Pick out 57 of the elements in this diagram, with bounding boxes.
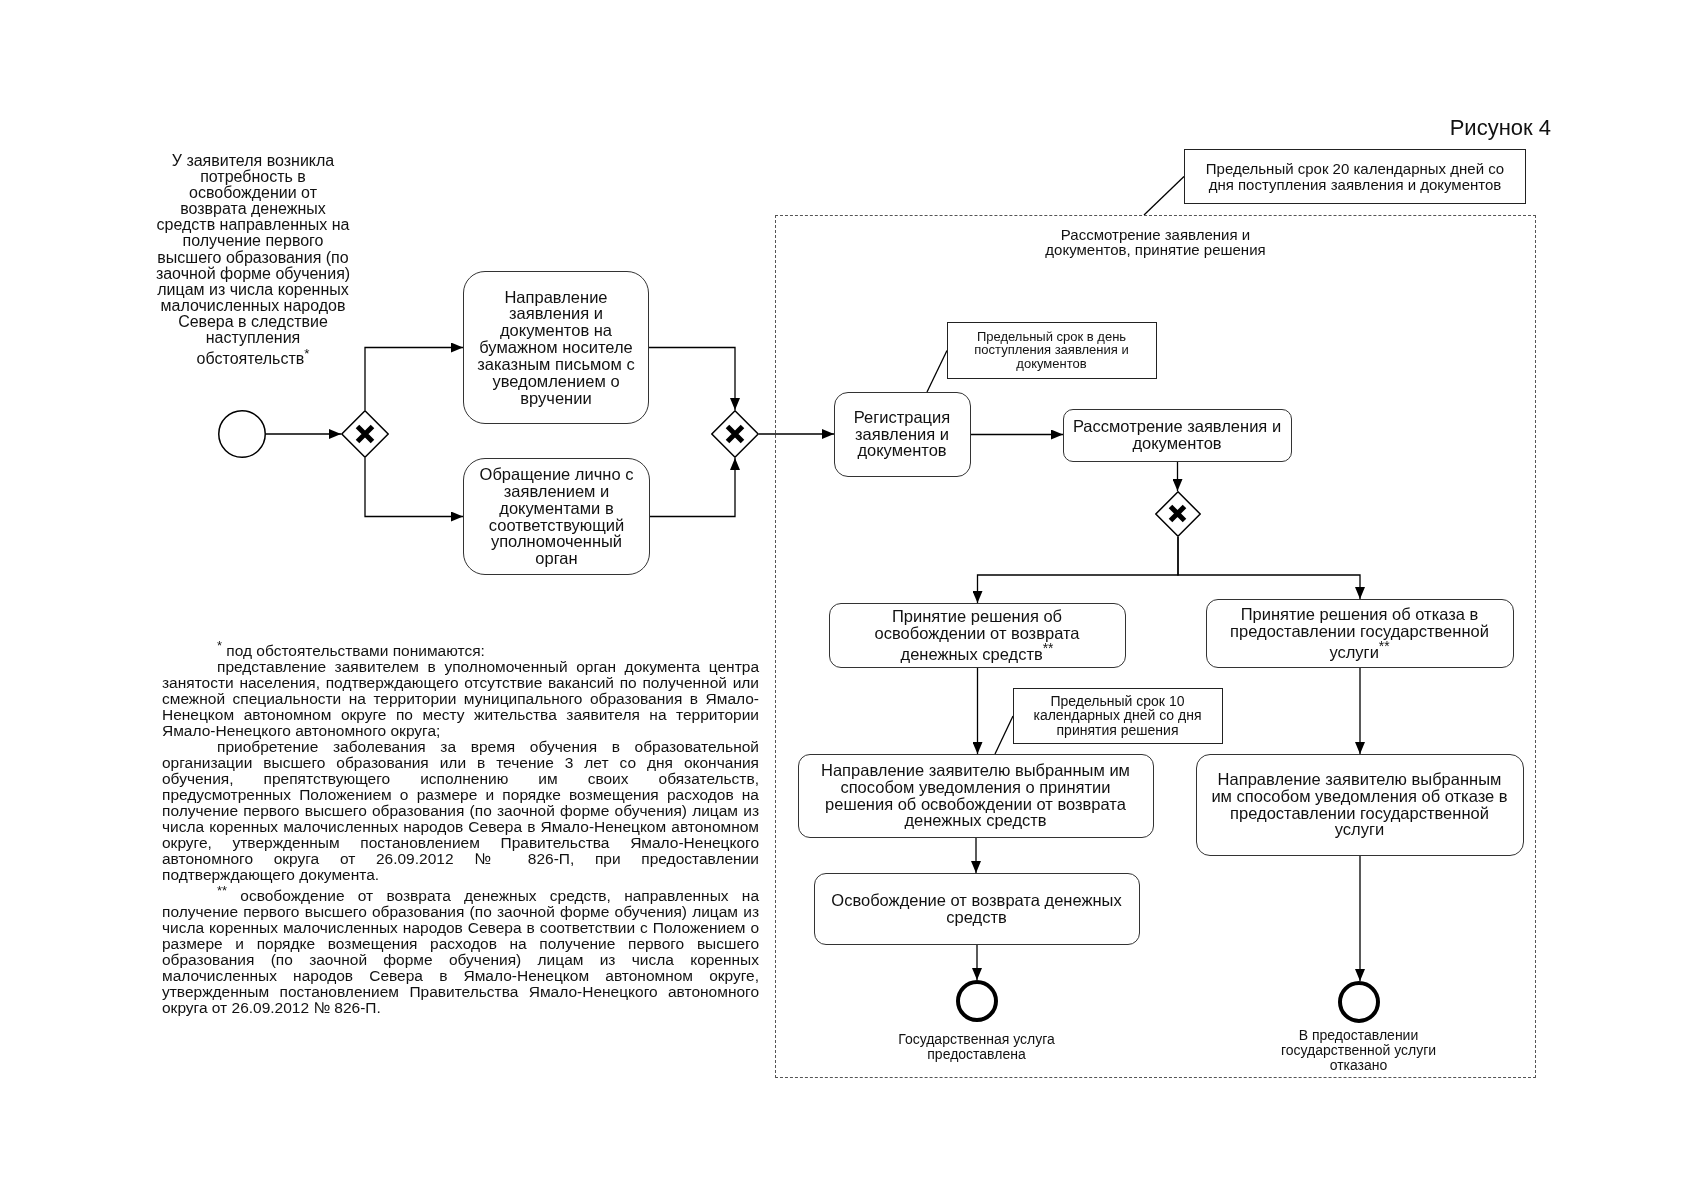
arrow bbox=[265, 429, 342, 439]
task-box bbox=[797, 753, 1154, 838]
arrow bbox=[970, 429, 1064, 440]
task-box bbox=[463, 271, 649, 424]
start-event-circle bbox=[218, 410, 266, 458]
gateway-diamond bbox=[1154, 490, 1201, 537]
annotation-box bbox=[946, 321, 1157, 379]
annotation-text: Предельный срок в день поступления заявления и документов bbox=[973, 330, 1130, 370]
arrow bbox=[972, 667, 983, 755]
leader-line bbox=[1143, 175, 1185, 216]
footnote-text: $^{*}$ под обстоятельствами понимаются: bbox=[216, 638, 486, 660]
leader-line bbox=[994, 715, 1014, 755]
footnote-text: $^{**}$ освобождение от возврата денежных средств, направленных на получение первого высшего образования (по заочной форме обучения) лицам из числа коренных малочисленных народов Севера в соответствии с Положением о размере и порядке возмещения расходов на получение первого высшего образования (по заочной форме обучения) лицам из числа коренных малочисленных народов Севера в Ямало-Ненецком автономном округе, утвержденным постановлением Правительства Ямало-Ненецкого автономного округа от 26.09.2012 № 826-П. bbox=[162, 883, 759, 1017]
figure-title: Рисунок 4 bbox=[1449, 115, 1551, 141]
task-label: Принятие решения об отказа в предоставлении государственной услуги$^{**}$ bbox=[1229, 606, 1490, 660]
task-box bbox=[833, 391, 971, 477]
arrow bbox=[364, 457, 464, 522]
task-label: Направление заявления и документов на бумажном носителе заказным письмом с уведомлением о вручении bbox=[476, 288, 636, 407]
footnote-text: приобретение заболевания за время обучения в образовательной организации высшего образования или в течение 3 лет со дня окончания обучения, препятствующего исполнению им своих обязательств, предусмотренных Положением о размере и порядке возмещения расходов на получение первого высшего образования (по заочной форме обучения) лицам из числа коренных малочисленных народов Севера в Ямало-Ненецком автономном округе, утвержденным постановлением Правительства Ямало-Ненецкого автономного округа от 26.09.2012 № 826-П, при предоставлении подтверждающего документа. bbox=[162, 739, 759, 884]
task-box bbox=[813, 872, 1140, 945]
leader-line bbox=[926, 349, 948, 393]
arrow bbox=[1177, 536, 1365, 600]
group-title: Рассмотрение заявления и документов, принятие решения bbox=[1044, 227, 1267, 257]
arrow bbox=[649, 457, 740, 518]
arrow bbox=[758, 429, 835, 439]
arrow bbox=[971, 837, 981, 874]
task-label: Направление заявителю выбранным им способом уведомления о принятии решения об освобождении от возврата денежных средств bbox=[820, 761, 1131, 830]
gateway-diamond bbox=[341, 410, 389, 458]
task-label: Регистрация заявления и документов bbox=[852, 408, 952, 460]
task-label: Обращение лично с заявлением и документами в соответствующий уполномоченный орган bbox=[478, 466, 635, 567]
description-text: У заявителя возникла потребность в освобождении от возврата денежных средств направленных на получение первого высшего образования (по заочной форме обучения) лицам из числа коренных малочисленных народов Севера в следствие наступления обстоятельств$^{*}$ bbox=[155, 153, 351, 368]
group-frame bbox=[775, 215, 1536, 1078]
task-box bbox=[1205, 598, 1514, 668]
task-box bbox=[463, 458, 650, 575]
event-caption: Государственная услуга предоставлена bbox=[897, 1031, 1056, 1062]
end-event-circle bbox=[1337, 980, 1380, 1023]
task-box bbox=[828, 602, 1126, 668]
task-box bbox=[1195, 753, 1524, 856]
task-box bbox=[1062, 408, 1292, 462]
annotation-box bbox=[1184, 149, 1526, 204]
annotation-text: Предельный срок 10 календарных дней со дня принятия решения bbox=[1032, 694, 1203, 737]
end-event-circle bbox=[955, 979, 998, 1022]
task-label: Рассмотрение заявления и документов bbox=[1071, 418, 1283, 452]
arrow bbox=[972, 944, 982, 981]
annotation-text: Предельный срок 20 календарных дней со дня поступления заявления и документов bbox=[1204, 161, 1506, 192]
event-caption: В предоставлении государственной услуги отказано bbox=[1279, 1027, 1438, 1073]
gateway-diamond bbox=[711, 410, 759, 458]
arrow bbox=[1355, 667, 1365, 755]
task-label: Освобождение от возврата денежных средств bbox=[830, 891, 1123, 926]
arrow bbox=[1172, 461, 1183, 492]
arrow bbox=[1355, 855, 1365, 982]
arrow bbox=[364, 342, 464, 411]
task-label: Принятие решения об освобождении от возврата денежных средств$^{**}$ bbox=[873, 608, 1081, 662]
footnote-text: представление заявителем в уполномоченный орган документа центра занятости населения, подтверждающего отсутствие вакансий по полученной или смежной специальности на территории муниципального образования в Ямало-Ненецком автономном округе по месту жительства заявителя на территории Ямало-Ненецкого автономного округа; bbox=[162, 659, 759, 740]
annotation-box bbox=[1012, 687, 1223, 744]
task-label: Направление заявителю выбранным им способом уведомления об отказе в предоставлении государственной услуги bbox=[1210, 770, 1509, 839]
arrow bbox=[648, 346, 740, 411]
